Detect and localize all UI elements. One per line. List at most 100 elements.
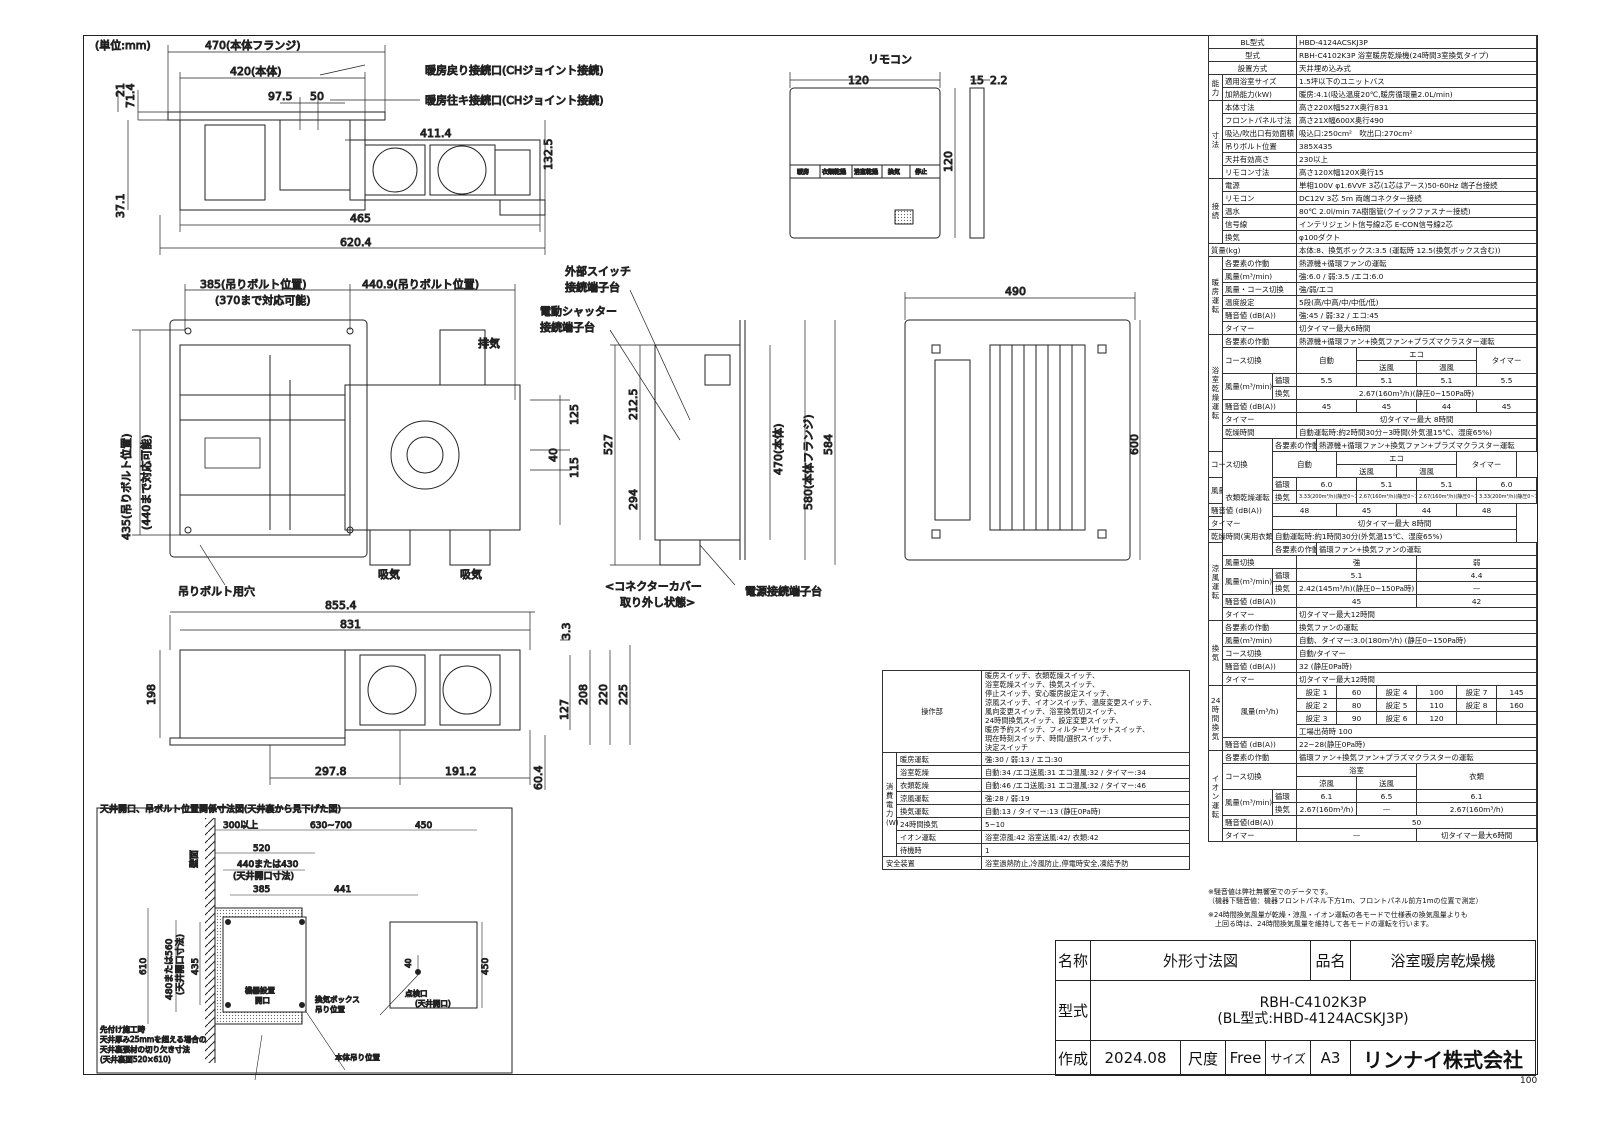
spec-cell: 2.67(160m³/h)(静圧0~150Pa時): [1356, 490, 1418, 504]
dim-37-1: 37.1: [114, 194, 127, 219]
spec-cell: 6.5: [1356, 789, 1418, 803]
dim-40-ceiling: 40: [404, 958, 413, 968]
top-view: (単位:mm) 470(本体フランジ) 420(本体) 暖房戻り接続口(CHジョ…: [95, 38, 604, 255]
spec-cell: 設定 1: [1296, 685, 1338, 699]
ops-switch-line: 暖房スイッチ、衣類乾燥スイッチ、: [985, 671, 1100, 680]
note-line: ※24時間換気風量が乾燥・涼風・イオン運転の各モードで仕様表の換気風量よりも: [1208, 911, 1468, 919]
dim-225: 225: [617, 684, 630, 705]
spec-group-label: 涼風運転: [1208, 542, 1223, 621]
ceiling-opening-diagram: 天井開口、吊ボルト位置関係寸法図(天井裏から見下げた図) 300以上 630~7…: [96, 803, 513, 1081]
note-line: 上回る時は、24時間換気風量を維持して各モードの運転を行います。: [1208, 920, 1433, 928]
spec-cell: 強:6.0 / 弱:3.5 /エコ:6.0: [1296, 269, 1538, 283]
spec-cell: 強:45 / 弱:32 / エコ:45: [1296, 308, 1538, 322]
dim-600: 600: [1128, 434, 1141, 455]
spec-cell: 45: [1336, 503, 1398, 517]
spec-row: 寸法本体寸法高さ220X幅527X奥行831: [1208, 100, 1538, 179]
spec-cell: タイマー: [1221, 672, 1298, 686]
spec-row: 風量(m³/min)強:6.0 / 弱:3.5 /エコ:6.0: [1209, 269, 1538, 283]
spec-cell: 風量(m³/min): [1221, 269, 1298, 283]
spec-cell: 高さ120X幅120X奥行15: [1296, 165, 1538, 179]
spec-cell: コース切換: [1221, 347, 1298, 374]
spec-cell: 電源: [1221, 178, 1298, 192]
spec-cell: 換気ファンの運転: [1296, 620, 1538, 634]
spec-cell: 設定 7: [1456, 685, 1498, 699]
spec-cell: DC12V 3芯 5m 両端コネクター接続: [1296, 191, 1538, 205]
spec-row: 乾燥時間(実用衣類4kg)自動運転時:約1時間30分(外気温15℃、湿度65%): [1208, 529, 1537, 543]
power-consumption-label: 消費電力(W): [882, 752, 899, 857]
wall-label: 壁面: [188, 850, 200, 868]
dim-3-3: 3.3: [560, 623, 573, 641]
spec-cell: 6.1: [1296, 789, 1358, 803]
spec-cell: 騒音値 (dB(A)): [1208, 503, 1273, 517]
spec-cell: 強: [1296, 555, 1418, 569]
return-port-label: 暖房戻り接続口(CHジョイント接続): [425, 63, 604, 77]
dim-480-560: 480または560: [164, 938, 175, 1000]
spec-cell: 型式: [1207, 48, 1298, 62]
spec-cell: 天井有効高さ: [1221, 152, 1298, 166]
ceiling-opening-label-2: (天井開口寸法): [174, 934, 186, 995]
spec-group-label: 接続: [1208, 178, 1223, 244]
spec-cell: 切タイマー最大6時間: [1416, 828, 1538, 842]
spec-cell: 2.67(160m³/h): [1296, 802, 1358, 816]
ext-switch-label-2: 接続端子台: [565, 280, 620, 294]
dim-527: 527: [602, 434, 615, 455]
spec-row: 換気3.33(200m³/h)(静圧0~150Pa時)2.67(160m³/h)…: [1209, 490, 1538, 504]
size-value: A3: [1310, 1040, 1352, 1076]
dim-220: 220: [597, 684, 610, 705]
spec-cell: φ100ダクト: [1296, 230, 1538, 244]
dim-630-700: 630~700: [310, 821, 352, 831]
spec-cell: 45: [1296, 399, 1358, 413]
spec-cell: フロントパネル寸法: [1221, 113, 1298, 127]
spec-row: 送風温風: [1209, 360, 1537, 374]
spec-cell: 循環ファン+換気ファン+プラズマクラスターの運転: [1296, 750, 1538, 764]
intake-label-1: 吸気: [378, 567, 400, 581]
spec-cell: タイマー: [1221, 828, 1298, 842]
power-value: 1: [981, 843, 1190, 857]
spec-cell: コース切換: [1208, 451, 1273, 478]
spec-cell: 32 (静圧0Pa時): [1296, 659, 1538, 673]
plan-view: 385(吊りボルト位置) (370まで対応可能) 440.9(吊りボルト位置) …: [119, 264, 691, 599]
ops-switch-line: 涼風スイッチ、イオンスイッチ、温度変更スイッチ、: [985, 698, 1157, 707]
spec-group-label: 浴室乾燥運転: [1208, 334, 1223, 452]
remote-button-stop: 停止: [915, 168, 927, 176]
safety-label: 安全装置: [881, 856, 983, 870]
spec-cell: 145: [1496, 685, 1538, 699]
spec-cell: 騒音値 (dB(A)): [1221, 399, 1298, 413]
dim-440-430: 440または430: [237, 859, 299, 870]
spec-cell: 80℃ 2.0l/min 7A樹脂管(クイックファスナー接続): [1296, 204, 1538, 218]
model-number: RBH-C4102K3P: [1259, 994, 1367, 1011]
dim-40: 40: [547, 448, 560, 462]
spec-cell: 6.1: [1416, 789, 1538, 803]
spec-cell: 42: [1416, 594, 1538, 608]
product-name: 浴室暖房乾燥機: [1350, 940, 1536, 981]
spec-cell: 循環: [1271, 568, 1298, 582]
exhaust-label: 排気: [478, 336, 500, 350]
spec-cell: 4.4: [1416, 568, 1538, 582]
power-mode: 換気運転: [895, 804, 983, 818]
spec-group-label: 暖房運転: [1208, 256, 1223, 335]
spec-cell: 熱源機+循環ファン+換気ファン+プラズマクラスター運転: [1316, 438, 1538, 452]
spec-cell: 弱: [1416, 555, 1538, 569]
side-view: 212.5 527 294 470(本体) 580(本体フランジ) 584 <コ…: [602, 320, 836, 610]
spec-cell: タイマー: [1221, 321, 1298, 335]
spec-cell: 3.33(200m³/h)(静圧0~150Pa時): [1296, 490, 1358, 504]
remote-title: リモコン: [868, 53, 912, 66]
spec-row: コース切換浴室衣類: [1209, 763, 1538, 790]
power-mode: 衣類乾燥: [895, 778, 983, 792]
bolt-370-label: (370まで対応可能): [215, 293, 311, 307]
spec-cell: 吸込/吹出口有効面積: [1221, 126, 1298, 140]
note-3: 天井裏張材の切り欠き寸法: [100, 1044, 190, 1054]
spec-cell: 温風: [1396, 464, 1458, 478]
intake-label-2: 吸気: [460, 567, 482, 581]
front-view: 490 600: [904, 285, 1142, 561]
spec-cell: 各要素の作動: [1221, 750, 1298, 764]
spec-cell: 風量・コース切換: [1221, 282, 1298, 296]
dim-855-4: 855.4: [325, 599, 357, 612]
spec-row: 吸込/吹出口有効面積吸込口:250cm² 吹出口:270cm²: [1209, 126, 1538, 140]
spec-row: 乾燥時間自動運転時:約2時間30分~3時間(外気温15℃、湿度65%): [1209, 425, 1538, 439]
spec-cell: コース切換: [1221, 646, 1298, 660]
